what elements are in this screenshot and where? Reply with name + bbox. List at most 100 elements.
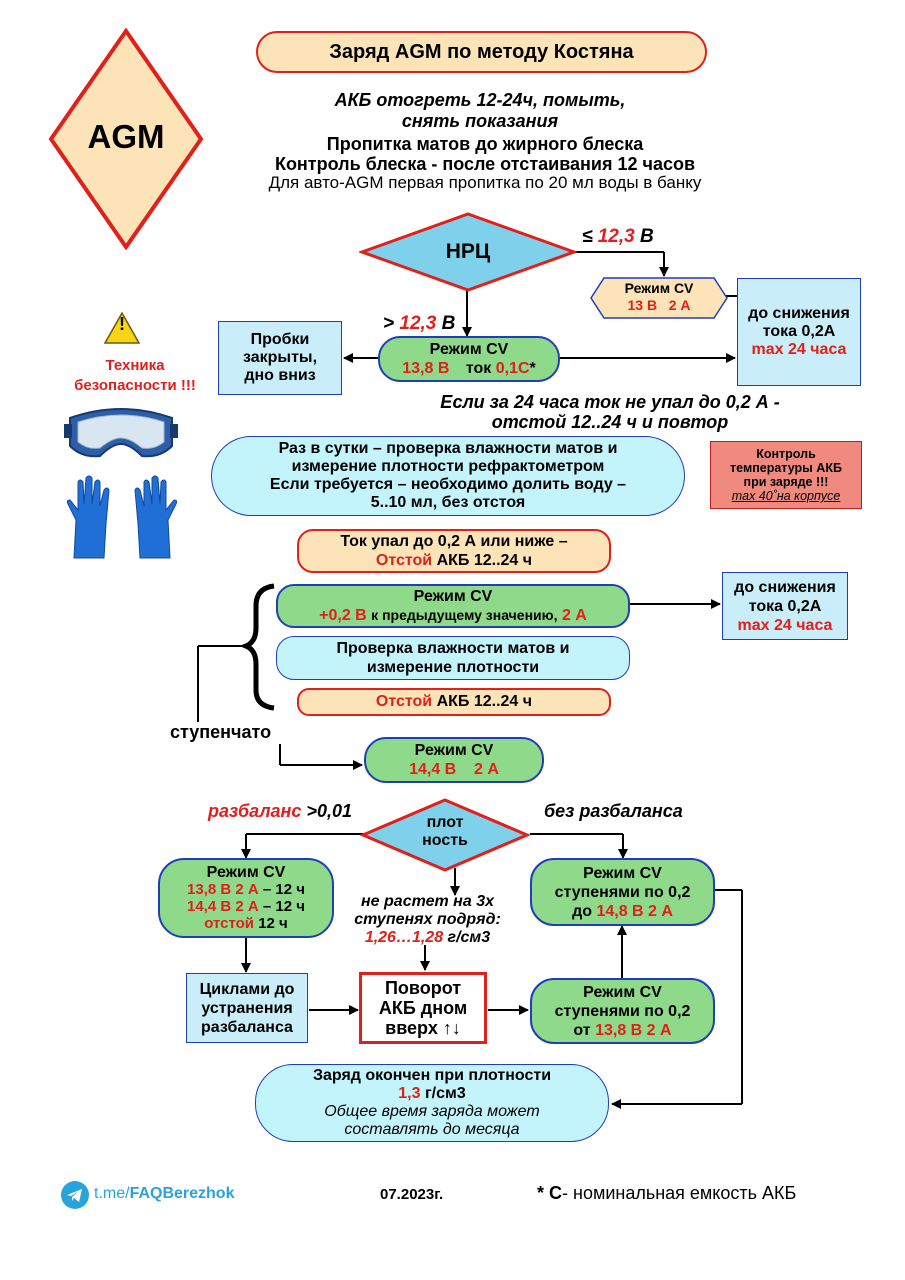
gt-sign: > — [383, 313, 395, 334]
plugs-box: Пробки закрыты, дно вниз — [218, 321, 342, 395]
finish-unit: г/см3 — [424, 1085, 466, 1102]
cv-left-r3-word: отстой — [204, 915, 255, 932]
note-24h-line2: отстой 12..24 ч и повтор — [491, 412, 729, 432]
imbalance-value: >0,01 — [306, 801, 352, 821]
daily-check-box: Раз в сутки – проверка влажности матов и… — [211, 436, 685, 516]
intro-line-3: Пропитка матов до жирного блеска — [326, 134, 644, 154]
intro-warmup: АКБ отогреть 12-24ч, помыть, снять показ… — [230, 90, 730, 132]
temp-line3: при заряде !!! — [743, 475, 829, 489]
temp-control-box: Контроль температуры АКБ при заряде !!! … — [710, 441, 862, 509]
telegram-link[interactable]: t.me/FAQBerezhok — [94, 1185, 234, 1203]
nrc-gt-label: > 12,3 В — [383, 313, 455, 335]
finish-value: 1,3 — [398, 1085, 421, 1102]
cv-left-title: Режим CV — [206, 864, 286, 881]
until-top-box: до снижения тока 0,2А max 24 часа — [737, 278, 861, 386]
cv-144-box: Режим CV 14,4 В 2 А — [364, 737, 544, 783]
cycles-line2: устранения — [201, 999, 293, 1017]
link-name: FAQBerezhok — [129, 1185, 235, 1202]
step-cv-amp: 2 А — [561, 607, 587, 624]
cv-main-box: Режим CV 13,8 В ток 0,1С* — [378, 336, 560, 382]
current-drop-box: Ток упал до 0,2 А или ниже – Отстой АКБ … — [297, 529, 611, 573]
temp-line1: Контроль — [756, 447, 816, 461]
check-moist-line2: измерение плотности — [366, 659, 540, 676]
cv-right-bottom-line1: Режим CV — [583, 983, 662, 1001]
cv-low-text: Режим CV 13 В 2 А — [590, 280, 728, 314]
finish-line3: Общее время заряда может — [324, 1103, 540, 1120]
gt-unit: В — [441, 313, 456, 334]
safety-label: Техника безопасности !!! — [60, 356, 210, 396]
otstoy2-rest: АКБ 12..24 ч — [436, 693, 533, 711]
cycles-box: Циклами до устранения разбаланса — [186, 973, 308, 1043]
cv-main-title: Режим CV — [429, 341, 509, 358]
footer-date: 07.2023г. — [380, 1186, 444, 1203]
until-mid-line3: max 24 часа — [737, 616, 833, 634]
cv-right-top-line2: ступенями по 0,2 — [554, 883, 691, 901]
daily-line1: Раз в сутки – проверка влажности матов и — [278, 440, 618, 457]
goggles-icon — [64, 408, 178, 458]
current-drop-otstoy: Отстой — [375, 552, 433, 569]
footer-note: * С- номинальная емкость АКБ — [537, 1183, 796, 1204]
daily-line2: измерение плотности рефрактометром — [291, 458, 605, 475]
cv-right-bottom-box: Режим CV ступенями по 0,2 от 13,8 В 2 А — [530, 978, 715, 1044]
current-drop-rest: АКБ 12..24 ч — [436, 552, 533, 569]
check-moist-line1: Проверка влажности матов и — [336, 640, 570, 657]
agm-diamond — [48, 28, 204, 250]
nrc-label: НРЦ — [445, 240, 491, 263]
cv-main-voltage: 13,8 В — [402, 360, 450, 377]
imbalance-label: разбаланс >0,01 — [208, 801, 352, 822]
intro-impregnation: Пропитка матов до жирного блеска Контрол… — [200, 134, 770, 174]
until-top-line3: max 24 часа — [751, 340, 847, 358]
density-diamond — [360, 798, 530, 872]
cv-right-top-values: 14,8 В 2 А — [596, 902, 673, 920]
intro-line-5: Для авто-AGM первая пропитка по 20 мл во… — [268, 173, 702, 192]
step-cv-plus: +0,2 В — [319, 607, 367, 624]
cv-right-bottom-line2: ступенями по 0,2 — [554, 1002, 691, 1020]
cv-144-values: 14,4 В 2 А — [409, 761, 499, 778]
until-mid-line1: до снижения — [734, 578, 836, 596]
current-drop-line1: Ток упал до 0,2 А или ниже – — [340, 533, 568, 550]
until-mid-box: до снижения тока 0,2А max 24 часа — [722, 572, 848, 640]
rotate-box: Поворот АКБ дном вверх ↑↓ — [359, 972, 487, 1044]
until-mid-line2: тока 0,2А — [748, 597, 822, 615]
temp-line4: max 40˚на корпусе — [731, 489, 841, 503]
safety-line1: Техника — [105, 357, 165, 374]
step-cv-middle: к предыдущему значению, — [371, 607, 558, 623]
gt-value: 12,3 — [399, 313, 437, 334]
link-prefix: t.me/ — [94, 1185, 130, 1202]
density-label: плот ность — [360, 814, 530, 850]
cycles-line3: разбаланса — [201, 1018, 293, 1036]
until-top-line2: тока 0,2А — [762, 323, 836, 341]
plugs-line2: закрыты, — [242, 349, 318, 367]
cv-left-r2-values: 14,4 В 2 А — [187, 898, 259, 915]
cv-left-r3-time: 12 ч — [258, 915, 288, 932]
cv-right-bottom-values: 13,8 В 2 А — [595, 1021, 672, 1039]
daily-line4: 5..10 мл, без отстоя — [370, 494, 526, 511]
note-text: - номинальная емкость АКБ — [562, 1183, 797, 1203]
cv-main-star: * — [529, 360, 536, 377]
finish-box: Заряд окончен при плотности 1,3 г/см3 Об… — [255, 1064, 609, 1142]
cv-left-r2-time: – 12 ч — [262, 898, 305, 915]
agm-label: AGM — [87, 118, 165, 155]
density-line1: плот — [426, 814, 464, 831]
le-sign: ≤ — [582, 226, 593, 247]
note-24h-line1: Если за 24 часа ток не упал до 0,2 А - — [440, 392, 780, 412]
warning-mark: ! — [119, 314, 125, 334]
intro-line-4: Контроль блеска - после отстаивания 12 ч… — [274, 154, 696, 174]
page-title: Заряд AGM по методу Костяна — [256, 31, 707, 73]
cv-low-hexagon — [590, 277, 728, 319]
note-24h: Если за 24 часа ток не упал до 0,2 А - о… — [380, 392, 840, 432]
no-imbalance-label: без разбаланса — [544, 801, 683, 821]
plugs-line1: Пробки — [250, 331, 310, 349]
intro-line-1: АКБ отогреть 12-24ч, помыть, — [334, 90, 626, 110]
le-unit: В — [639, 226, 654, 247]
cv-right-top-prefix: до — [572, 902, 592, 920]
cv-low-values: 13 В 2 А — [627, 297, 691, 313]
imbalance-word: разбаланс — [208, 801, 302, 821]
step-cv-title: Режим CV — [413, 588, 493, 605]
cv-left-box: Режим CV 13,8 В 2 А – 12 ч 14,4 В 2 А – … — [158, 858, 334, 938]
cv-main-current: 0,1С — [495, 360, 530, 377]
note-mark: * С — [537, 1183, 563, 1203]
rotate-line2: АКБ дном — [378, 998, 468, 1018]
gloves-icon — [66, 475, 178, 559]
